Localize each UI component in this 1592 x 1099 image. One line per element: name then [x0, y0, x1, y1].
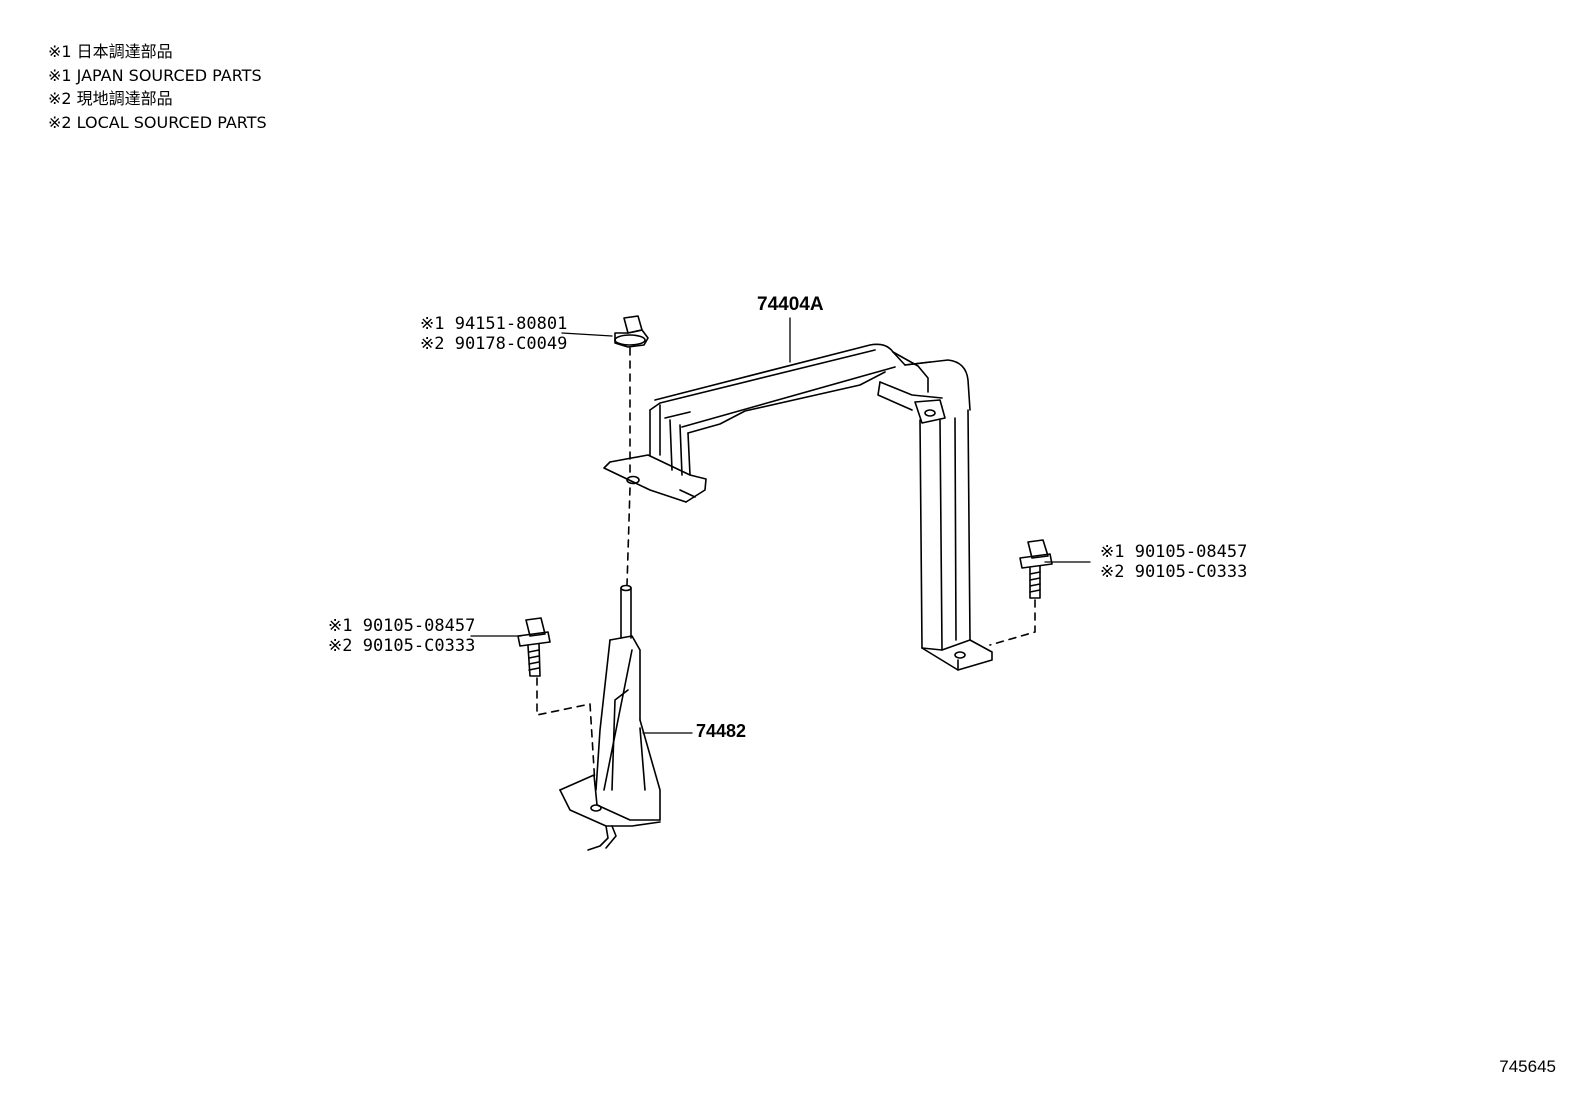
legend-line-local-jp: ※2 現地調達部品	[48, 89, 173, 108]
callout-nut-local: ※2 90178-C0049	[420, 334, 568, 354]
legend: ※1 日本調達部品 ※1 JAPAN SOURCED PARTS ※2 現地調達…	[48, 40, 267, 134]
flange-nut-drawing	[614, 315, 649, 348]
callout-bolt-left-local: ※2 90105-C0333	[328, 636, 476, 656]
bolt-right-drawing	[1019, 539, 1053, 599]
callout-nut: ※1 94151-80801 ※2 90178-C0049	[420, 314, 567, 354]
callout-bolt-right: ※1 90105-08457 ※2 90105-C0333	[1100, 542, 1247, 582]
callout-bolt-left: ※1 90105-08457 ※2 90105-C0333	[328, 616, 475, 656]
reference-number: 745645	[1499, 1057, 1556, 1076]
lower-bracket-drawing	[559, 584, 661, 851]
legend-line-japan-en: ※1 JAPAN SOURCED PARTS	[48, 65, 262, 85]
part-label-main-bracket: 74404A	[757, 294, 824, 315]
legend-line-local-en: ※2 LOCAL SOURCED PARTS	[48, 112, 267, 132]
part-label-lower-bracket: 74482	[696, 721, 747, 741]
leader-lines	[470, 317, 1091, 734]
bolt-left-drawing	[517, 617, 551, 677]
legend-line-japan-jp: ※1 日本調達部品	[48, 42, 173, 61]
callout-bolt-left-japan: ※1 90105-08457	[328, 616, 476, 636]
callout-bolt-right-japan: ※1 90105-08457	[1100, 542, 1248, 562]
callout-nut-japan: ※1 94151-80801	[420, 314, 568, 334]
assembly-lines	[536, 347, 1036, 786]
callout-bolt-right-local: ※2 90105-C0333	[1100, 562, 1248, 582]
main-bracket-drawing	[603, 343, 993, 671]
